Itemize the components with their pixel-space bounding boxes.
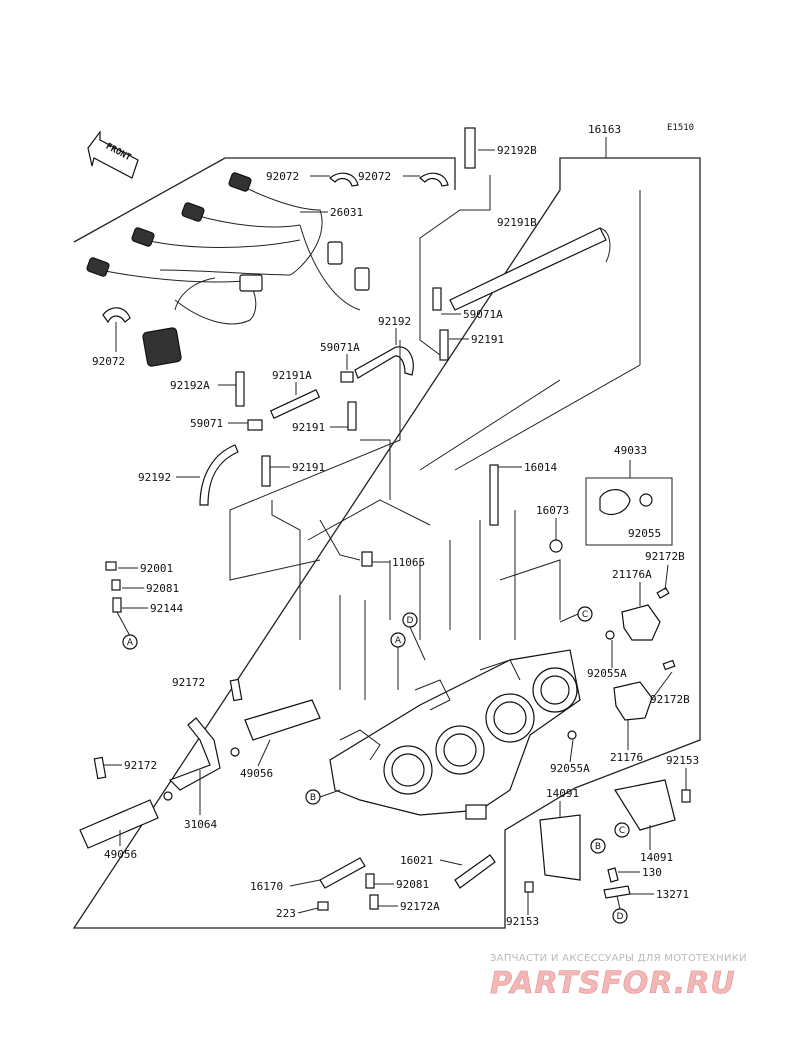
label-92192-mid: 92192 (378, 315, 411, 328)
label-92072-c: 92072 (92, 355, 125, 368)
label-92191-low: 92191 (292, 461, 325, 474)
label-92191b: 92191B (497, 216, 537, 229)
label-16170: 16170 (250, 880, 283, 893)
label-92191-mid: 92191 (292, 421, 325, 434)
label-31064: 31064 (184, 818, 217, 831)
ref-marker-b1: B (310, 793, 316, 803)
watermark-caption: ЗАПЧАСТИ И АКСЕССУАРЫ ДЛЯ МОТОТЕХНИКИ (490, 953, 747, 964)
ref-marker-d2: D (617, 912, 624, 922)
label-16163: 16163 (588, 123, 621, 136)
assembly-frame (72, 157, 701, 929)
label-223: 223 (276, 907, 296, 920)
label-49033: 49033 (614, 444, 647, 457)
label-13271: 13271 (656, 888, 689, 901)
label-92081-left: 92081 (146, 582, 179, 595)
label-92081-low: 92081 (396, 878, 429, 891)
label-92072-a: 92072 (266, 170, 299, 183)
label-92072-b: 92072 (358, 170, 391, 183)
label-92055: 92055 (628, 527, 661, 540)
vacuum-hoses (199, 127, 611, 567)
label-92191a: 92191A (272, 369, 312, 382)
label-92153-low: 92153 (506, 915, 539, 928)
front-arrow: FRONT (87, 130, 139, 179)
label-49056-mid: 49056 (240, 767, 273, 780)
diagram-code: E1510 (667, 123, 694, 133)
reference-markers: A A B B C C D D (122, 606, 630, 924)
label-59071: 59071 (190, 417, 223, 430)
label-21176: 21176 (610, 751, 643, 764)
label-92191-top: 92191 (471, 333, 504, 346)
watermark-logo: PARTSFOR.RU (490, 966, 736, 1001)
label-11065: 11065 (392, 556, 425, 569)
label-92144: 92144 (150, 602, 183, 615)
sensors-and-fittings (79, 464, 691, 911)
label-92001: 92001 (140, 562, 173, 575)
label-92055a-top: 92055A (587, 667, 627, 680)
ref-marker-a2: A (395, 636, 402, 646)
label-92192b: 92192B (497, 144, 537, 157)
label-16073: 16073 (536, 504, 569, 517)
label-92055a-low: 92055A (550, 762, 590, 775)
ref-marker-b2: B (595, 842, 601, 852)
label-59071a-top: 59071A (463, 308, 503, 321)
label-92192a: 92192A (170, 379, 210, 392)
label-14091-low: 14091 (640, 851, 673, 864)
label-26031: 26031 (330, 206, 363, 219)
ref-marker-a1: A (127, 638, 134, 648)
label-92172b-mid: 92172B (650, 693, 690, 706)
label-59071a-mid: 59071A (320, 341, 360, 354)
label-92192-low: 92192 (138, 471, 171, 484)
label-16021: 16021 (400, 854, 433, 867)
ref-marker-c2: C (619, 826, 625, 836)
ref-marker-c1: C (582, 610, 588, 620)
label-92172-top: 92172 (172, 676, 205, 689)
label-92172a: 92172A (400, 900, 440, 913)
label-14091-top: 14091 (546, 787, 579, 800)
label-21176a: 21176A (612, 568, 652, 581)
part-labels: E1510 16163 92192B 92072 92072 26031 921… (92, 123, 699, 928)
watermark: ЗАПЧАСТИ И АКСЕССУАРЫ ДЛЯ МОТОТЕХНИКИ PA… (490, 953, 747, 1001)
label-92172-left: 92172 (124, 759, 157, 772)
leader-lines (229, 175, 641, 700)
label-16014: 16014 (524, 461, 557, 474)
throttle-body-assembly (329, 649, 581, 820)
ref-marker-d1: D (407, 616, 414, 626)
wiring-harness (86, 172, 449, 367)
label-92172b-top: 92172B (645, 550, 685, 563)
label-49056-left: 49056 (104, 848, 137, 861)
label-92153-right: 92153 (666, 754, 699, 767)
label-130: 130 (642, 866, 662, 879)
